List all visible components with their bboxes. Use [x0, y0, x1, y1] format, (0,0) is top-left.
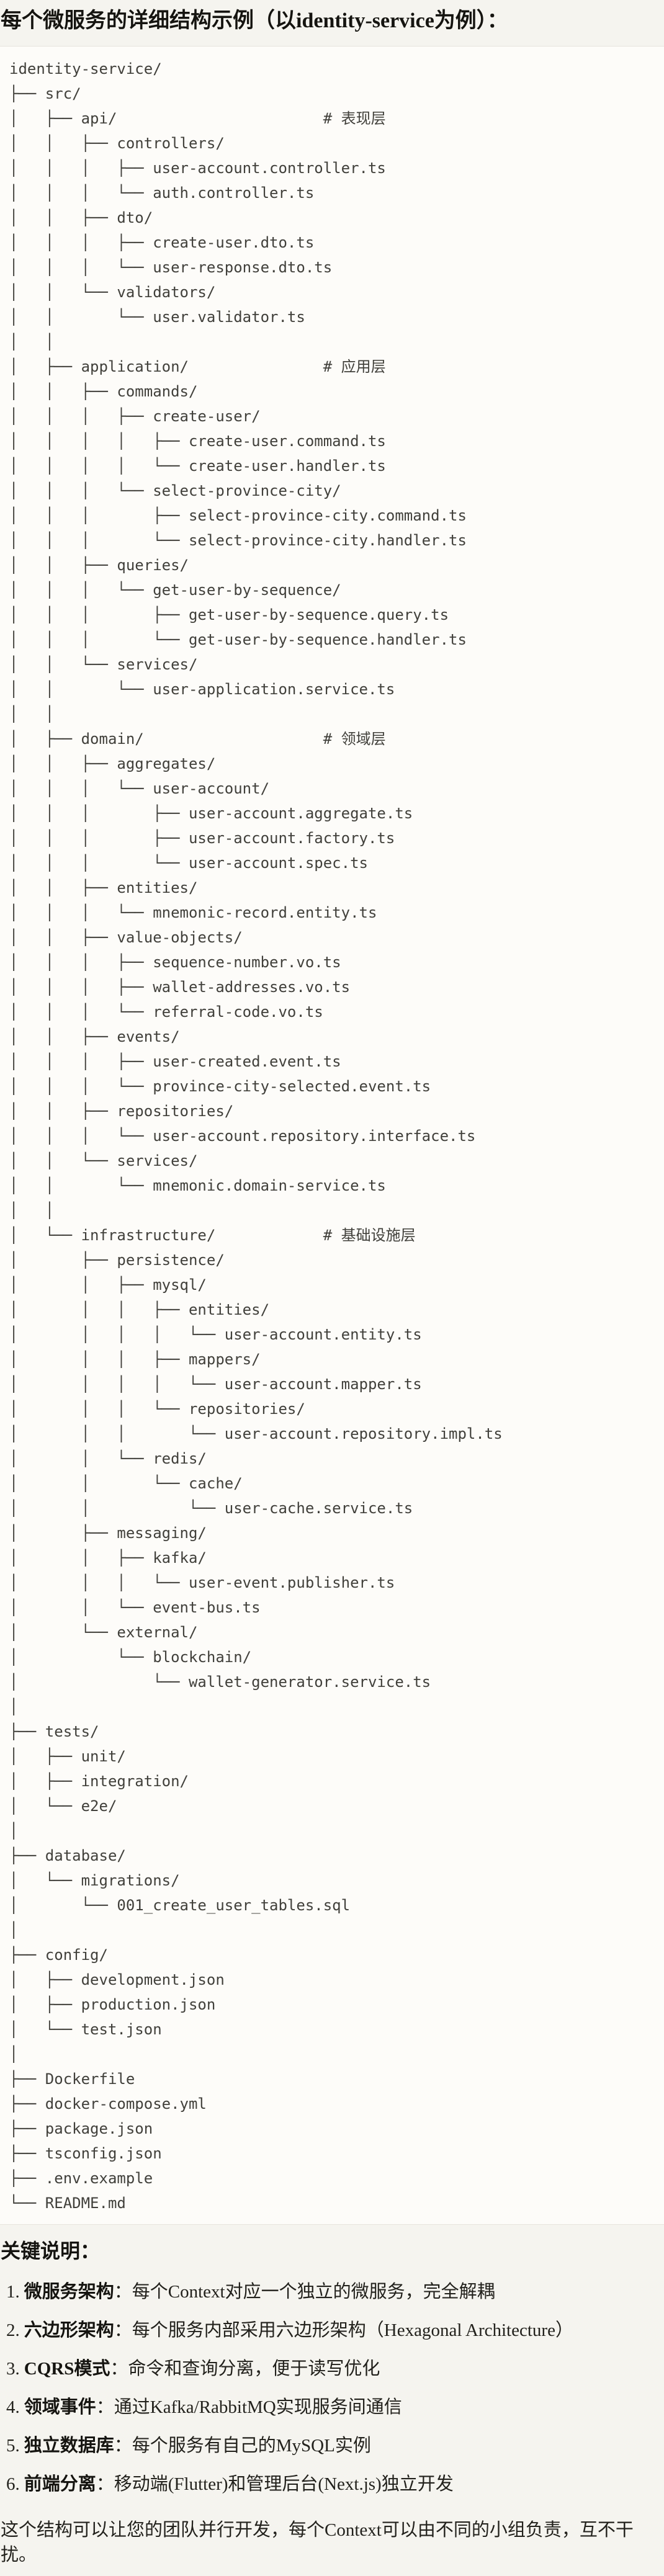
note-label: 独立数据库 — [24, 2436, 114, 2456]
notes-list: 1.微服务架构：每个Context对应一个独立的微服务，完全解耦 2.六边形架构… — [0, 2279, 664, 2497]
note-text: ：通过Kafka/RabbitMQ实现服务间通信 — [96, 2397, 402, 2417]
note-label: 前端分离 — [24, 2474, 96, 2494]
note-number: 6. — [6, 2474, 20, 2494]
note-text: ：每个Context对应一个独立的微服务，完全解耦 — [114, 2282, 495, 2302]
note-number: 4. — [6, 2397, 20, 2417]
closing-paragraph: 这个结构可以让您的团队并行开发，每个Context可以由不同的小组负责，互不干扰… — [1, 2520, 634, 2565]
note-item: 6.前端分离：移动端(Flutter)和管理后台(Next.js)独立开发 — [6, 2472, 664, 2497]
note-item: 3.CQRS模式：命令和查询分离，便于读写优化 — [6, 2356, 664, 2381]
directory-tree: identity-service/ ├── src/ │ ├── api/ # … — [9, 60, 503, 2212]
note-text: ：移动端(Flutter)和管理后台(Next.js)独立开发 — [96, 2474, 454, 2494]
note-number: 2. — [6, 2320, 20, 2340]
note-text: ：每个服务内部采用六边形架构（Hexagonal Architecture） — [114, 2320, 573, 2340]
notes-heading: 关键说明： — [1, 2240, 101, 2262]
note-number: 5. — [6, 2436, 20, 2456]
note-label: 六边形架构 — [24, 2320, 114, 2340]
note-label: CQRS模式 — [24, 2359, 110, 2379]
note-number: 1. — [6, 2282, 20, 2302]
page-title: 每个微服务的详细结构示例（以identity-service为例）： — [1, 9, 508, 32]
note-text: ：命令和查询分离，便于读写优化 — [110, 2359, 380, 2379]
code-block: identity-service/ ├── src/ │ ├── api/ # … — [0, 46, 664, 2225]
note-item: 1.微服务架构：每个Context对应一个独立的微服务，完全解耦 — [6, 2279, 664, 2304]
note-item: 5.独立数据库：每个服务有自己的MySQL实例 — [6, 2433, 664, 2458]
note-item: 2.六边形架构：每个服务内部采用六边形架构（Hexagonal Architec… — [6, 2318, 664, 2343]
note-label: 领域事件 — [24, 2397, 96, 2417]
note-item: 4.领域事件：通过Kafka/RabbitMQ实现服务间通信 — [6, 2395, 664, 2420]
note-text: ：每个服务有自己的MySQL实例 — [114, 2436, 371, 2456]
note-number: 3. — [6, 2359, 20, 2379]
note-label: 微服务架构 — [24, 2282, 114, 2302]
